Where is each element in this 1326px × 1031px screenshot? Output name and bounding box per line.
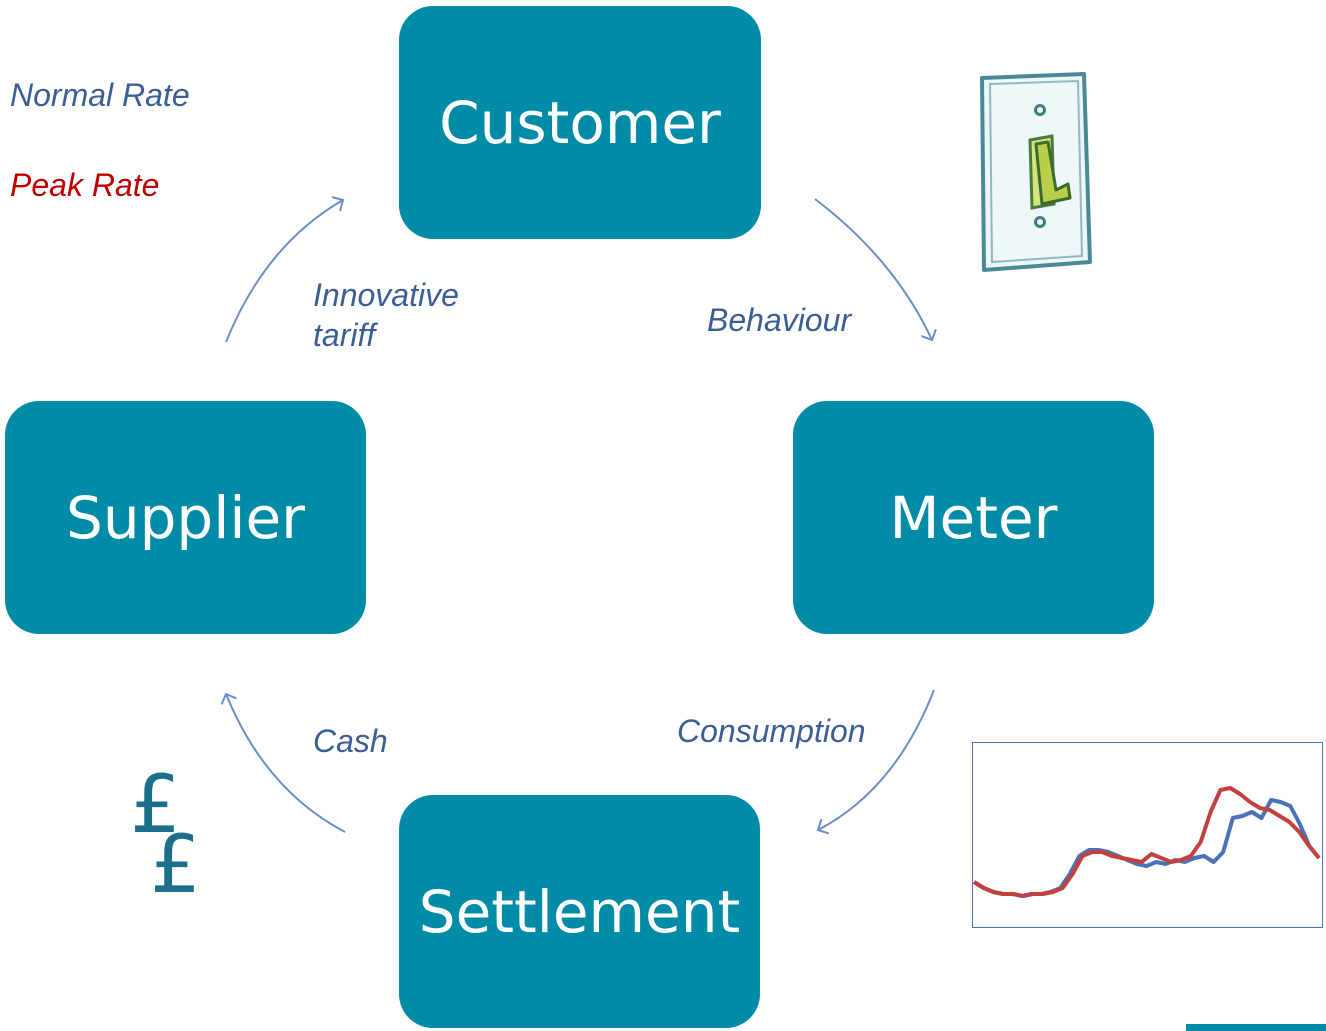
- edge-label-innovative-line2: tariff: [313, 317, 376, 353]
- arrow-supplier-to-customer: [225, 196, 345, 343]
- edge-label-innovative-tariff: Innovative tariff: [313, 275, 459, 355]
- svg-text:£: £: [150, 818, 201, 900]
- legend-peak-rate: Peak Rate: [10, 167, 160, 203]
- node-meter-label: Meter: [889, 483, 1058, 552]
- node-settlement-label: Settlement: [418, 877, 741, 946]
- node-meter: Meter: [793, 401, 1154, 634]
- node-supplier: Supplier: [5, 401, 366, 634]
- legend-normal-rate: Normal Rate: [10, 77, 190, 113]
- series-line-peak-rate: [972, 786, 1321, 898]
- edge-label-behaviour: Behaviour: [707, 302, 852, 338]
- edge-label-innovative-line1: Innovative: [313, 277, 459, 313]
- svg-text:£: £: [130, 760, 181, 851]
- edge-label-cash: Cash: [313, 723, 388, 759]
- corner-accent-bar: [1186, 1024, 1326, 1031]
- pound-sign-icon: £ £: [130, 760, 201, 900]
- node-customer-label: Customer: [439, 88, 721, 157]
- light-switch-icon: [980, 72, 1092, 272]
- arrow-meter-to-settlement: [816, 689, 935, 835]
- edge-label-consumption: Consumption: [677, 713, 866, 749]
- node-customer: Customer: [399, 6, 761, 239]
- chart-frame: [972, 742, 1323, 928]
- node-settlement: Settlement: [399, 795, 760, 1028]
- arrow-customer-to-meter: [814, 198, 937, 342]
- node-supplier-label: Supplier: [66, 483, 305, 552]
- consumption-chart: [972, 742, 1323, 928]
- arrow-settlement-to-supplier: [220, 692, 346, 833]
